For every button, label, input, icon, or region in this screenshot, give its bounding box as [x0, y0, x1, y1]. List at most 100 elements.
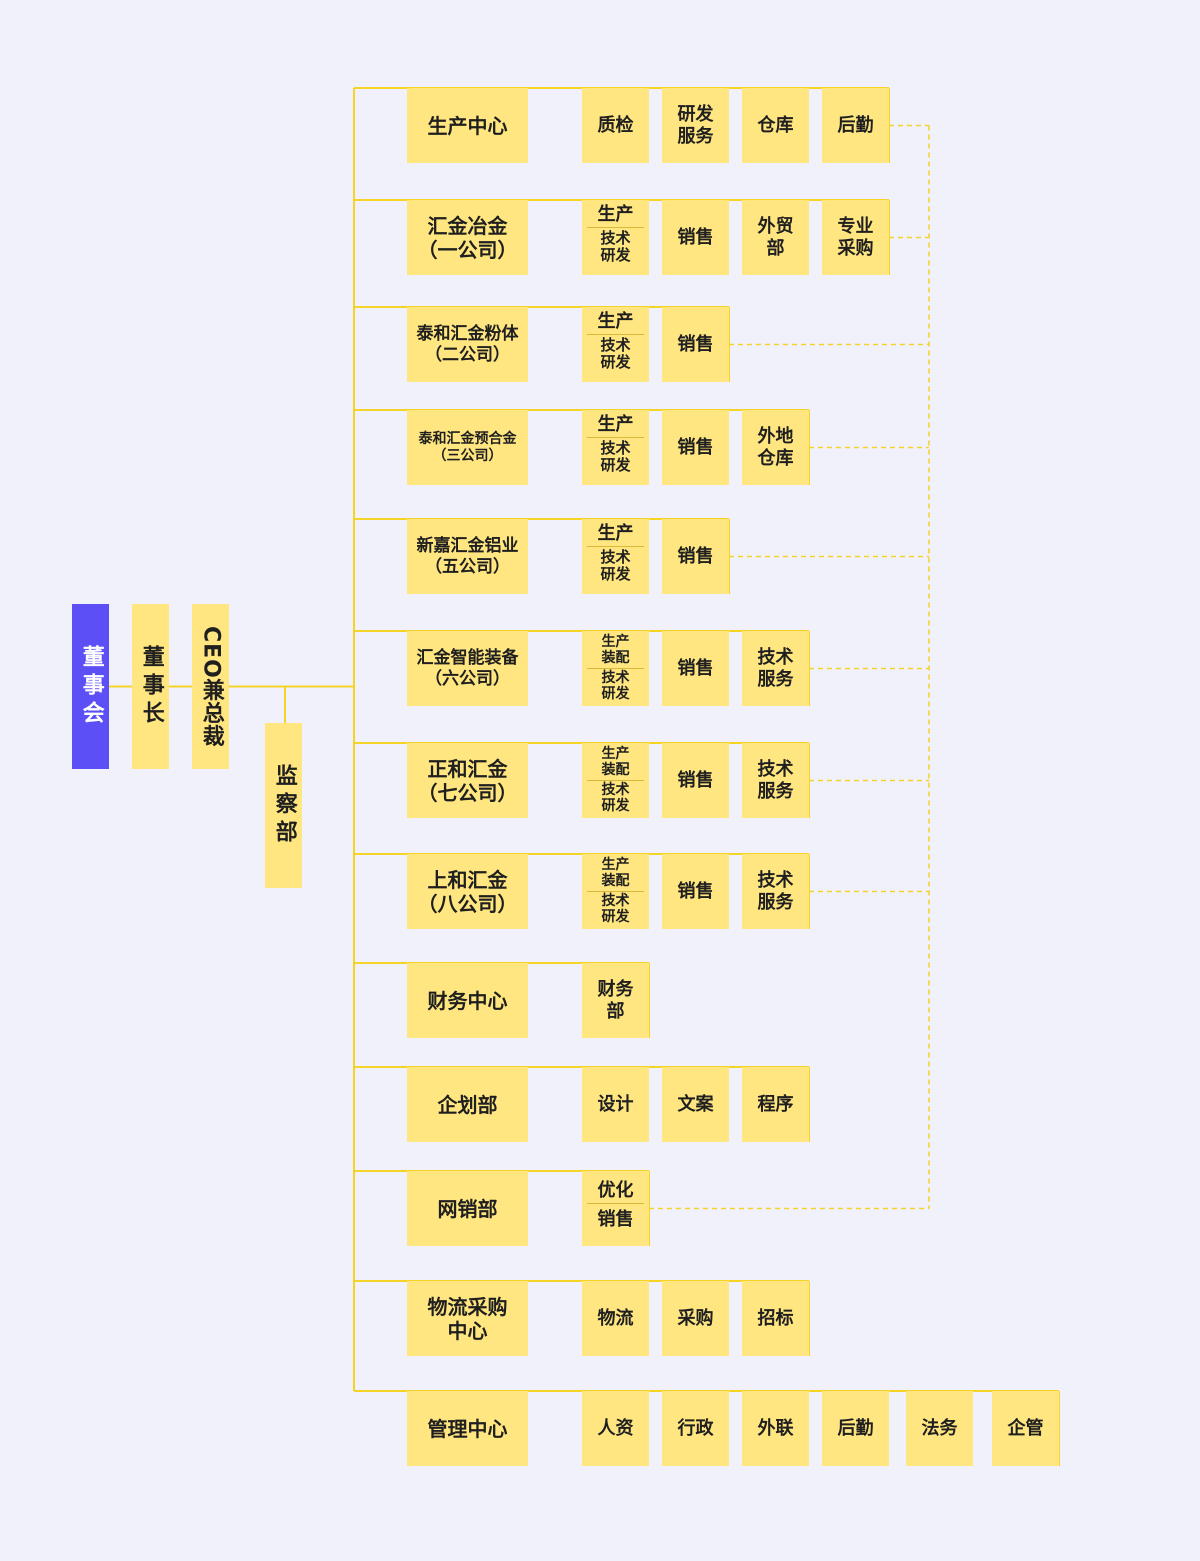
sub-unit-label: 研发 [600, 246, 631, 265]
sub-unit-label: 财务 [597, 978, 634, 1000]
sub-unit-box: 销售 [662, 200, 729, 275]
board-box: 董事会 [72, 604, 109, 769]
department-name: 企划部 [437, 1092, 498, 1117]
sub-unit-label: 装配 [601, 650, 630, 667]
sub-unit-divider [586, 1202, 645, 1204]
sub-unit-label: 外地 [757, 425, 794, 447]
sub-unit-box: 质检 [582, 88, 649, 163]
department-name: 财务中心 [427, 988, 508, 1013]
sub-unit-box: 销售 [662, 410, 729, 485]
sub-unit-label: 质检 [597, 114, 634, 136]
sub-unit-label: 生产 [597, 414, 634, 435]
department-name: （二公司） [425, 344, 510, 365]
sub-unit-label: 企管 [1007, 1417, 1044, 1439]
chairman-box: 董事长 [132, 604, 169, 769]
sub-unit-label: 部 [766, 237, 785, 259]
sub-unit-label: 技术 [601, 893, 630, 910]
sub-unit-label: 外贸 [757, 215, 794, 237]
sub-unit-box: 后勤 [822, 88, 889, 163]
sub-unit-label: 销售 [677, 769, 714, 791]
department-box: 物流采购中心 [407, 1281, 528, 1356]
sub-unit-label: 装配 [601, 873, 630, 890]
department-name: 网销部 [437, 1196, 498, 1221]
department-name: 汇金冶金 [427, 213, 508, 238]
sub-unit-box: 生产技术研发 [582, 410, 649, 485]
sub-unit-box: 仓库 [742, 88, 809, 163]
sub-unit-box: 设计 [582, 1067, 649, 1142]
board-label: 董事会 [78, 644, 104, 729]
sub-unit-label: 法务 [921, 1417, 958, 1439]
sub-unit-bottom: 技术研发 [600, 548, 630, 584]
sub-unit-label: 设计 [597, 1093, 634, 1115]
sub-unit-label: 技术 [600, 335, 631, 354]
department-box: 管理中心 [407, 1391, 528, 1466]
sub-unit-box: 销售 [662, 854, 729, 929]
sub-unit-top: 优化 [582, 1171, 649, 1201]
sub-unit-box: 外贸部 [742, 200, 809, 275]
sub-unit-label: 装配 [601, 762, 630, 779]
sub-unit-label: 研发 [601, 685, 630, 702]
department-box: 汇金智能装备（六公司） [407, 631, 528, 706]
sub-unit-label: 销售 [677, 333, 714, 355]
sub-unit-label: 技术 [601, 670, 630, 687]
sub-unit-label: 生产 [601, 857, 630, 873]
sub-unit-box: 企管 [992, 1391, 1059, 1466]
sub-unit-divider [586, 226, 645, 228]
sub-unit-label: 服务 [757, 891, 794, 913]
sub-unit-label: 研发 [677, 103, 714, 125]
sub-unit-label: 生产 [597, 204, 634, 225]
department-name: 上和汇金 [427, 867, 508, 892]
sub-unit-box: 外地仓库 [742, 410, 809, 485]
department-box: 企划部 [407, 1067, 528, 1142]
sub-unit-label: 后勤 [837, 1417, 874, 1439]
department-name: （五公司） [425, 556, 510, 577]
department-name: （三公司） [432, 447, 503, 464]
sub-unit-box: 生产装配技术研发 [582, 631, 649, 706]
sub-unit-label: 生产 [597, 523, 634, 544]
sub-unit-top: 生产 [582, 519, 649, 544]
sub-unit-box: 外联 [742, 1391, 809, 1466]
sub-unit-label: 技术 [757, 869, 794, 891]
sub-unit-label: 采购 [677, 1307, 714, 1329]
sub-unit-box: 生产技术研发 [582, 200, 649, 275]
sub-unit-label: 服务 [677, 125, 714, 147]
department-box: 泰和汇金预合金（三公司） [407, 410, 528, 485]
sub-unit-box: 销售 [662, 743, 729, 818]
sub-unit-label: 研发 [601, 797, 630, 814]
supervisory-box: 监察部 [265, 723, 302, 888]
sub-unit-box: 技术服务 [742, 854, 809, 929]
department-box: 上和汇金（八公司） [407, 854, 528, 929]
chairman-label: 董事长 [138, 644, 164, 729]
sub-unit-label: 销售 [677, 545, 714, 567]
sub-unit-label: 研发 [601, 908, 630, 925]
sub-unit-bottom: 技术研发 [601, 782, 630, 814]
sub-unit-label: 采购 [837, 237, 874, 259]
sub-unit-box: 采购 [662, 1281, 729, 1356]
sub-unit-label: 后勤 [837, 114, 874, 136]
sub-unit-label: 行政 [677, 1417, 714, 1439]
sub-unit-bottom: 销售 [598, 1206, 634, 1231]
department-name: （八公司） [417, 891, 518, 916]
sub-unit-top: 生产 [582, 307, 649, 332]
sub-unit-label: 服务 [757, 780, 794, 802]
sub-unit-bottom: 技术研发 [601, 893, 630, 925]
department-box: 新嘉汇金铝业（五公司） [407, 519, 528, 594]
sub-unit-label: 生产 [601, 634, 630, 650]
sub-unit-box: 招标 [742, 1281, 809, 1356]
sub-unit-divider [586, 780, 645, 782]
sub-unit-label: 销售 [677, 657, 714, 679]
sub-unit-top: 生产 [582, 410, 649, 435]
sub-unit-label: 研发 [600, 456, 631, 475]
sub-unit-box: 研发服务 [662, 88, 729, 163]
sub-unit-bottom: 技术研发 [601, 670, 630, 702]
ceo-box: CEO兼总裁 [192, 604, 229, 769]
sub-unit-box: 程序 [742, 1067, 809, 1142]
sub-unit-divider [586, 436, 645, 438]
department-name: 泰和汇金粉体 [416, 324, 519, 345]
sub-unit-box: 法务 [906, 1391, 973, 1466]
department-name: （一公司） [417, 237, 518, 262]
sub-unit-label: 服务 [757, 668, 794, 690]
sub-unit-label: 技术 [600, 228, 631, 247]
sub-unit-box: 专业采购 [822, 200, 889, 275]
sub-unit-label: 程序 [757, 1093, 794, 1115]
